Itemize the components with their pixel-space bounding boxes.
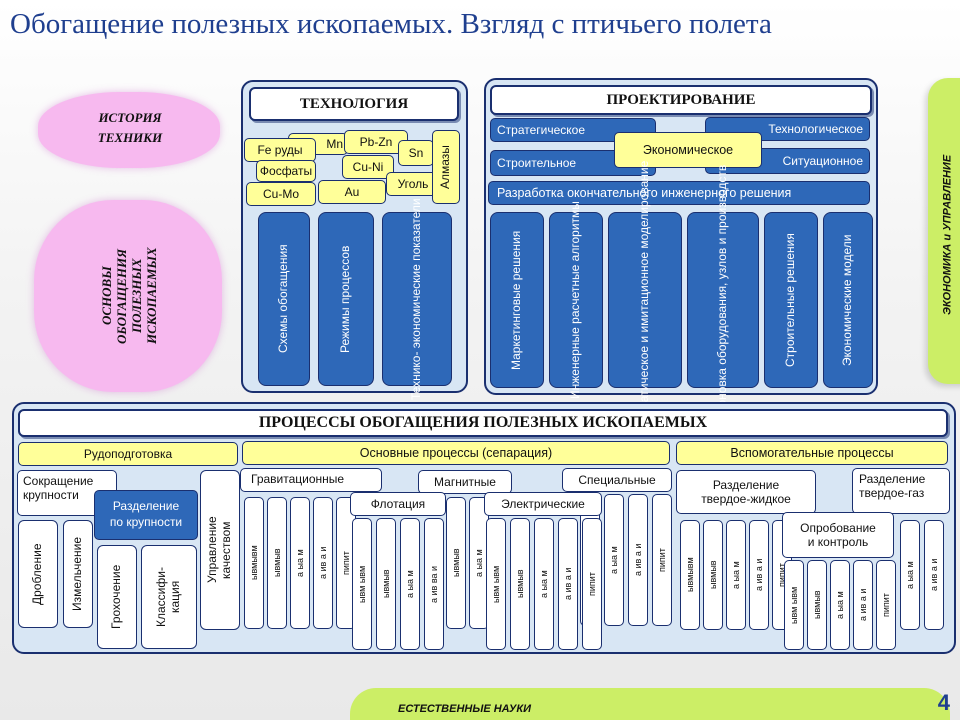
material-phosphates: Фосфаты [256, 160, 316, 182]
classification: Классифи- кация [141, 545, 197, 649]
sl-col-1: ывмывм [680, 520, 700, 630]
basics-label: ОСНОВЫ ОБОГАЩЕНИЯ ПОЛЕЗНЫХ ИСКОПАЕМЫХ [99, 247, 159, 345]
basics-blob [34, 200, 222, 392]
design-tag-technological: Технологическое [705, 117, 870, 141]
design-col-layout: Компоновка оборудования, узлов и произво… [687, 165, 759, 435]
special-col-4: пипит [652, 494, 672, 626]
material-diamonds: Алмазы [432, 130, 460, 204]
material-cu-ni: Cu-Ni [342, 155, 394, 179]
electric-col-1: ывм ывм [486, 518, 506, 650]
design-col-algorithms: Инженерные расчетные алгоритмы [549, 201, 603, 399]
sampling-col-5: пипит [876, 560, 896, 650]
special-col-3: а ив а и [628, 494, 648, 626]
page-title: Обогащение полезных ископаемых. Взгляд с… [10, 8, 772, 40]
magnetic-label: Магнитные [418, 470, 512, 494]
design-tag-economic: Экономическое [614, 132, 762, 168]
economics-sidebar [928, 78, 960, 384]
design-header: ПРОЕКТИРОВАНИЕ [490, 85, 872, 115]
sampling-col-4: а ив а и [853, 560, 873, 650]
quality-control: Управление качеством [200, 470, 240, 630]
design-col-construction: Строительные решения [764, 212, 818, 388]
design-tag-strategic: Стратегическое [490, 118, 656, 142]
gravity-col-1: ывмывм [244, 497, 264, 629]
size-separation: Разделение по крупности [94, 490, 198, 540]
magnetic-col-1: ывмыв [446, 497, 466, 629]
sampling-control: Опробование и контроль [782, 512, 894, 558]
design-col-economic: Экономические модели [823, 212, 873, 388]
sampling-col-1: ывм ывм [784, 560, 804, 650]
flotation-col-1: ывм ывм [352, 518, 372, 650]
natural-sciences-label: ЕСТЕСТВЕННЫЕ НАУКИ [398, 703, 532, 715]
history-label: ИСТОРИЯ ТЕХНИКИ [97, 110, 163, 145]
natural-sciences-band [350, 688, 950, 720]
screening: Грохочение [97, 545, 137, 649]
group-aux-processes: Вспомогательные процессы [676, 441, 948, 465]
sl-col-2: ывмыв [703, 520, 723, 630]
material-cu-mo: Cu-Mo [246, 182, 316, 206]
crushing: Дробление [18, 520, 58, 628]
processes-header: ПРОЦЕССЫ ОБОГАЩЕНИЯ ПОЛЕЗНЫХ ИСКОПАЕМЫХ [18, 409, 948, 437]
gravity-col-3: а ыа м [290, 497, 310, 629]
material-coal: Уголь [386, 172, 440, 196]
sampling-col-2: ывмыв [807, 560, 827, 650]
size-reduction: Сокращение крупности [17, 470, 117, 516]
gravity-col-4: а ив а и [313, 497, 333, 629]
grinding: Измельчение [63, 520, 93, 628]
tech-col-indicators: Технико- экономические показатели [382, 198, 452, 400]
sg-col-1: а ыа м [900, 520, 920, 630]
electric-col-3: а ыа м [534, 518, 554, 650]
material-au: Au [318, 180, 386, 204]
tech-col-schemes: Схемы обогащения [258, 212, 310, 386]
technology-header: ТЕХНОЛОГИЯ [249, 87, 459, 121]
design-col-marketing: Маркетинговые решения [490, 212, 544, 388]
sl-col-4: а ив а и [749, 520, 769, 630]
final-solution-bar: Разработка окончательного инженерного ре… [488, 181, 870, 205]
electric-col-2: ывмыв [510, 518, 530, 650]
design-col-modeling: Математическое и имитационное моделирова… [608, 161, 682, 439]
sampling-col-3: а ыа м [830, 560, 850, 650]
group-main-processes: Основные процессы (сепарация) [242, 441, 670, 465]
flotation-label: Флотация [350, 492, 446, 516]
material-fe: Fe руды [244, 138, 316, 162]
electric-label: Электрические [484, 492, 602, 516]
tech-col-modes: Режимы процессов [318, 212, 374, 386]
electric-col-4: а ив а и [558, 518, 578, 650]
sl-col-3: а ыа м [726, 520, 746, 630]
gravity-col-2: ывмыв [267, 497, 287, 629]
flotation-col-2: ывмыв [376, 518, 396, 650]
material-sn: Sn [398, 140, 434, 166]
solid-liquid-separation: Разделение твердое-жидкое [676, 470, 816, 514]
flotation-col-3: а ыа м [400, 518, 420, 650]
special-col-2: а ыа м [604, 494, 624, 626]
electric-col-5: пипит [582, 518, 602, 650]
economics-label: ЭКОНОМИКА и УПРАВЛЕНИЕ [941, 154, 954, 316]
sg-col-2: а ив а и [924, 520, 944, 630]
history-blob [38, 92, 220, 168]
solid-gas-separation: Разделение твердое-газ [852, 468, 950, 514]
special-label: Специальные [562, 468, 672, 492]
gravity-label: Гравитационные [240, 468, 382, 492]
group-ore-prep: Рудоподготовка [18, 442, 238, 466]
page-number: 4 [937, 690, 950, 715]
flotation-col-4: а ив ва и [424, 518, 444, 650]
